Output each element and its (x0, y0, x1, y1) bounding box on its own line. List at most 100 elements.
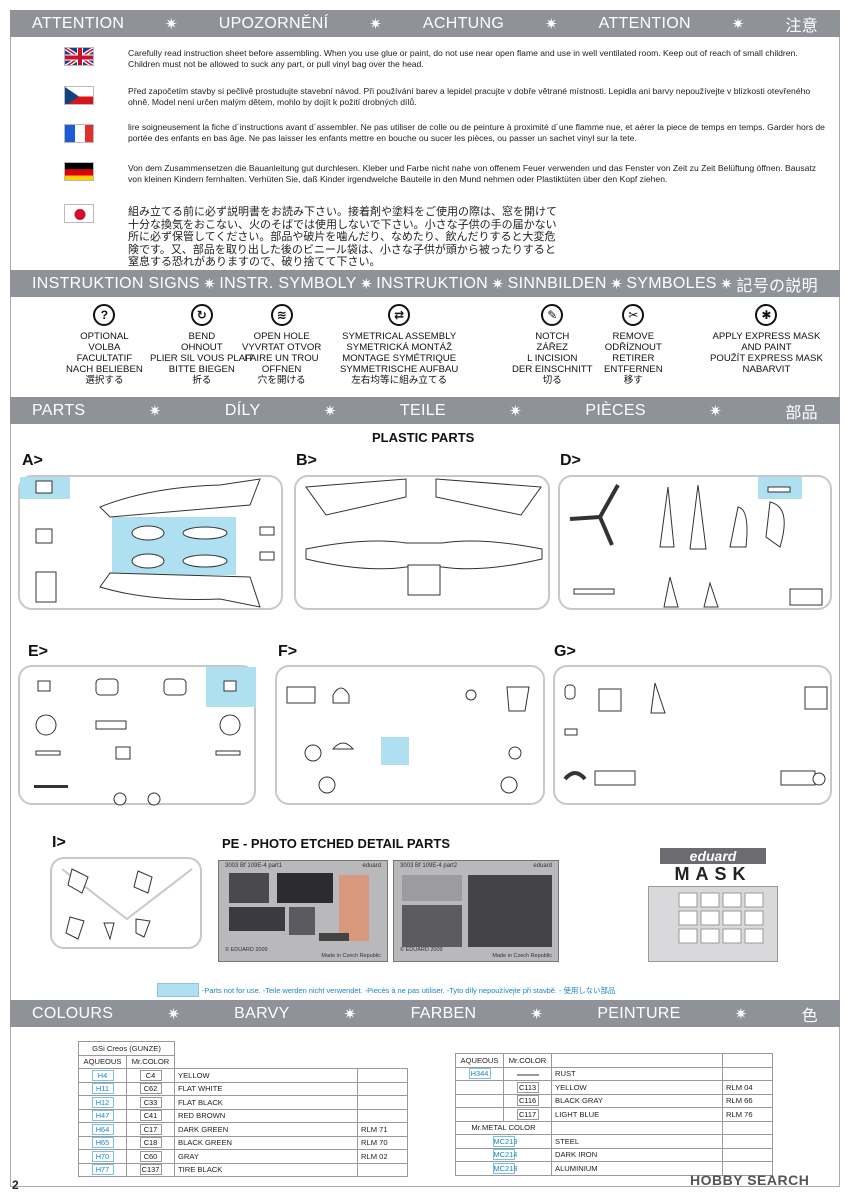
eduard-logo: eduard (660, 848, 766, 864)
remove-icon: ✂ (622, 304, 645, 326)
color-cell: Mr.COLOR (503, 1053, 552, 1068)
color-cell: RED BROWN (174, 1108, 358, 1123)
sprue-f-label: F> (278, 643, 298, 660)
band-label: INSTR. SYMBOLY (219, 274, 357, 292)
color-cell: BLACK GREEN (174, 1135, 358, 1150)
color-cell: MC218 (455, 1161, 552, 1176)
sign-line: FACULTATIF (76, 353, 133, 364)
color-cell: FLAT WHITE (174, 1081, 358, 1096)
sprue-b-label: B> (296, 452, 317, 469)
mask-sheet (648, 886, 778, 962)
question-icon: ? (93, 304, 116, 326)
sign-line: OHNOUT (181, 342, 223, 353)
color-cell: FLAT BLACK (174, 1095, 358, 1110)
color-cell: RLM 02 (357, 1149, 408, 1164)
sign-line: PLIER SIL VOUS PLAIT (150, 353, 254, 364)
color-cell: H344 (455, 1066, 504, 1081)
color-cell: C137 (126, 1162, 175, 1177)
color-cell: C60 (126, 1149, 175, 1164)
sign-line: POUŽÍT EXPRESS MASK (710, 353, 823, 364)
band-label: 部品 (785, 404, 818, 422)
sign-line: SYMETRICKÁ MONTÁŽ (346, 342, 452, 353)
band-star-icon: ✷ (360, 275, 373, 293)
color-cell: RLM 66 (722, 1093, 773, 1108)
color-cell (503, 1066, 552, 1081)
band-label: BARVY (234, 1004, 290, 1022)
color-cell: Mr.COLOR (126, 1054, 175, 1069)
band-label: DÍLY (224, 401, 261, 419)
color-cell: RLM 70 (357, 1135, 408, 1150)
color-cell (357, 1162, 408, 1177)
color-cell: Mr.METAL COLOR (455, 1120, 552, 1135)
not-for-use-swatch (157, 983, 199, 997)
warning-text-de: Von dem Zusammensetzen die Bauanleitung … (128, 163, 817, 184)
parts-frame (10, 424, 840, 1000)
sprue-i (50, 857, 202, 949)
sign-line: L INCISION (527, 353, 578, 364)
color-cell (551, 1120, 723, 1135)
pe-fret-2-made: Made in Czech Republic (492, 953, 552, 959)
sprue-e (18, 665, 256, 806)
band-label: FARBEN (410, 1004, 477, 1022)
sign-line: MONTAGE SYMÉTRIQUE (342, 353, 457, 364)
colours-frame (10, 1027, 840, 1187)
czech-flag-icon (64, 86, 94, 105)
sign-line: DER EINSCHNITT (512, 364, 593, 375)
sign-line: SYMETRICAL ASSEMBLY (342, 331, 457, 342)
not-for-use-legend: -Parts not for use. -Teile werden nicht … (202, 986, 616, 995)
symmetrical-assembly-icon: ⇄ (388, 304, 411, 326)
band-star-icon: ✷ (509, 402, 523, 420)
color-cell (357, 1081, 408, 1096)
color-cell: C117 (503, 1107, 552, 1122)
pe-title: PE - PHOTO ETCHED DETAIL PARTS (222, 836, 451, 851)
color-cell: BLACK GRAY (551, 1093, 723, 1108)
color-cell: H65 (78, 1135, 127, 1150)
band-label: PARTS (32, 401, 86, 419)
band-star-icon: ✷ (544, 15, 558, 33)
warning-text-en: Carefully read instruction sheet before … (128, 48, 798, 69)
band-label: SYMBOLES (626, 274, 717, 292)
band-star-icon: ✷ (203, 275, 217, 293)
band-label: SINNBILDEN (507, 274, 607, 292)
color-cell: H11 (78, 1081, 127, 1096)
colours-band: COLOURS✷BARVY✷FARBEN✷PEINTURE✷色 (10, 1000, 840, 1027)
band-star-icon: ✷ (148, 402, 162, 420)
color-cell (722, 1053, 773, 1068)
signs-frame (10, 297, 840, 397)
sprue-b (294, 475, 550, 610)
band-label: TEILE (399, 401, 446, 419)
bend-icon: ↻ (190, 304, 213, 326)
sign-line: REMOVE (612, 331, 655, 342)
sign-line: OFFNEN (261, 364, 302, 375)
sign-line: ODŘÍZNOUT (604, 342, 662, 353)
color-cell (722, 1066, 773, 1081)
sign-line: APPLY EXPRESS MASK (712, 331, 821, 342)
color-cell: H64 (78, 1122, 127, 1137)
sign-line: RETIRER (612, 353, 655, 364)
color-cell (551, 1053, 723, 1068)
sign-line: 左右均等に組み立てる (351, 375, 448, 386)
pe-fret-1: 3003 Bf 109E-4 part1 eduard © EDUARD 200… (218, 860, 388, 962)
band-star-icon: ✷ (491, 275, 505, 293)
sprue-g (553, 665, 832, 805)
color-cell: C41 (126, 1108, 175, 1123)
sign-line: NACH BELIEBEN (66, 364, 143, 375)
color-cell: H47 (78, 1108, 127, 1123)
sign-line: 切る (542, 375, 562, 386)
color-cell: AQUEOUS (78, 1054, 127, 1069)
mask-logo-word: MASK (674, 864, 752, 884)
parts-band: PARTS✷DÍLY✷TEILE✷PIÈCES✷部品 (10, 397, 840, 424)
